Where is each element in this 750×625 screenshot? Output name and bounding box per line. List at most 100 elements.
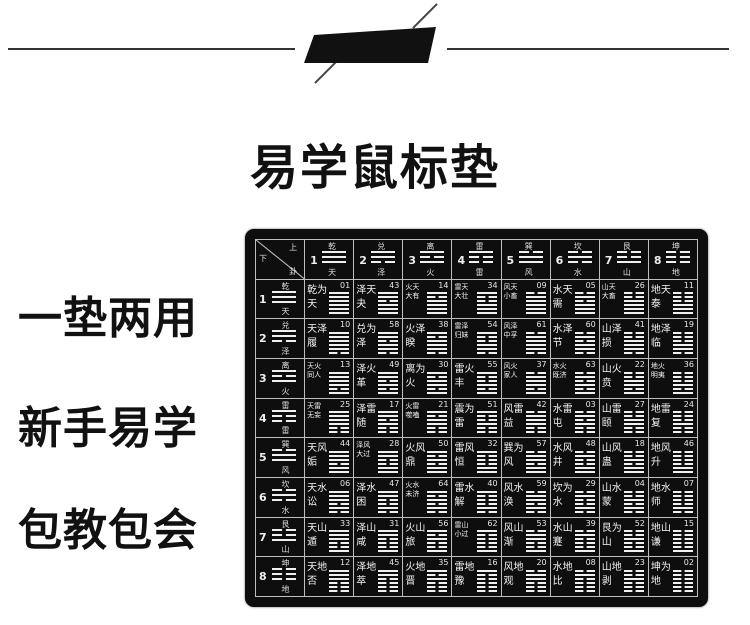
hexagram-name: 雷泽归妹	[454, 322, 469, 340]
hexagram-name: 山雷颐	[601, 403, 622, 429]
trigram-nature: 水	[281, 505, 290, 515]
hexagram-name: 火风鼎	[405, 443, 426, 469]
trigram-nature: 火	[281, 386, 290, 396]
hexagram-name: 乾为天	[307, 284, 328, 310]
trigram-symbol	[616, 251, 641, 263]
decorative-badge	[304, 27, 436, 63]
hexagram-number: 24	[683, 399, 694, 409]
hexagram-symbol	[476, 371, 497, 394]
hexagram-symbol	[476, 530, 497, 553]
hexagram-number: 02	[683, 558, 694, 568]
hexagram-symbol	[427, 451, 448, 473]
hexagram-number: 17	[389, 399, 400, 409]
hexagram-name: 火泽睽	[405, 324, 426, 350]
hexagram-name: 火山旅	[405, 522, 426, 548]
hexagram-symbol	[378, 490, 399, 513]
hexagram-symbol	[525, 292, 546, 315]
hexagram-name: 风天小畜	[503, 282, 518, 300]
hexagram-number: 04	[634, 479, 645, 488]
hexagram-symbol	[672, 451, 693, 473]
hexagram-name: 地风升	[650, 443, 671, 469]
trigram-number: 5	[259, 451, 267, 465]
trigram-symbol	[322, 251, 347, 263]
trigram-symbol	[272, 290, 296, 303]
hexagram-symbol	[427, 292, 448, 315]
hexagram-symbol	[574, 332, 595, 354]
hexagram-cell: 火泽睽 38	[403, 319, 453, 359]
trigram-name: 艮	[281, 519, 290, 529]
trigram-number: 5	[506, 254, 515, 267]
hexagram-symbol	[329, 570, 350, 592]
trigram-name: 兑	[281, 321, 290, 331]
corner-label-down: 下	[259, 254, 267, 263]
hexagram-name: 地雷复	[650, 403, 671, 429]
hexagram-number: 16	[487, 558, 498, 568]
trigram-nature: 水	[573, 267, 582, 277]
hexagram-number: 31	[389, 518, 400, 528]
hexagram-symbol	[329, 292, 350, 315]
hexagram-name: 地火明夷	[650, 362, 665, 379]
trigram-number: 1	[310, 254, 318, 267]
hexagram-number: 38	[438, 320, 449, 330]
trigram-name: 雷	[475, 242, 484, 251]
trigram-symbol	[665, 251, 690, 263]
hexagram-number: 62	[487, 518, 498, 528]
hexagram-name: 兑为泽	[356, 324, 377, 350]
hexagram-symbol	[623, 570, 644, 592]
hexagram-symbol	[574, 490, 595, 513]
hexagram-number: 46	[683, 439, 694, 449]
hexagram-symbol	[525, 371, 546, 394]
hexagram-symbol	[427, 332, 448, 354]
hexagram-name: 离为火	[405, 364, 426, 389]
trigram-symbol	[567, 251, 592, 263]
hexagram-number: 19	[683, 320, 694, 330]
hexagram-symbol	[476, 332, 497, 354]
trigram-number: 6	[259, 491, 267, 504]
page-title: 易学鼠标垫	[249, 140, 500, 196]
hexagram-number: 35	[438, 558, 449, 568]
trigram-nature: 山	[622, 267, 631, 277]
trigram-number: 4	[259, 411, 267, 425]
trigram-symbol	[518, 251, 543, 263]
hexagram-symbol	[525, 411, 546, 434]
hexagram-symbol	[623, 451, 644, 473]
hexagram-name: 水雷屯	[552, 403, 573, 429]
hexagram-name: 天地否	[307, 562, 328, 588]
hexagram-symbol	[672, 332, 693, 354]
trigram-symbol	[371, 251, 396, 263]
trigram-name: 乾	[328, 242, 337, 251]
trigram-nature: 地	[671, 267, 680, 277]
hexagram-name: 雷天大壮	[454, 282, 469, 300]
hexagram-number: 30	[438, 360, 449, 369]
trigram-symbol	[272, 330, 296, 343]
hexagram-symbol	[525, 332, 546, 354]
trigram-number: 6	[555, 254, 564, 267]
hexagram-symbol	[329, 332, 350, 354]
hexagram-symbol	[378, 530, 399, 553]
trigram-name: 艮	[622, 242, 631, 251]
hexagram-symbol	[476, 411, 497, 434]
hexagram-number: 42	[536, 399, 547, 409]
